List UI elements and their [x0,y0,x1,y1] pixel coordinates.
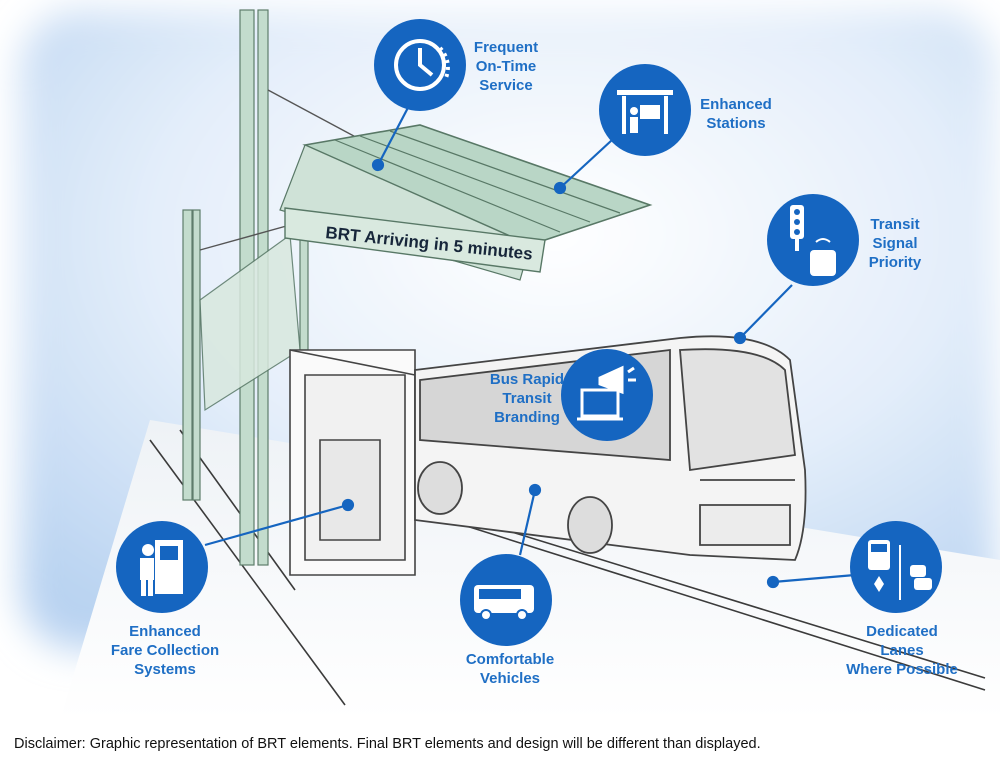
megaphone-icon [577,365,636,421]
feature-frequent-circle [374,19,466,111]
feature-stations-circle [599,64,691,156]
feature-label-frequent: Frequent On-Time Service [473,39,539,94]
feature-branding-circle [561,349,653,441]
feature-label-fare: Enhanced Fare Collection Systems [110,623,220,678]
bus-icon [474,585,534,621]
feature-signal-circle [767,194,859,286]
canopy-ribs [334,130,621,233]
feature-fare-circle [116,521,208,613]
canopy-cables [199,89,366,251]
arrival-sign-board [284,207,546,273]
feature-label-vehicles: Comfortable Vehicles [465,651,555,687]
fare-machine-drawing [289,349,416,576]
traffic-signal-icon [790,205,836,276]
fare-machine-icon [140,540,183,596]
clock-icon [394,39,450,91]
station-icon [617,90,673,134]
feature-vehicles-circle [460,554,552,646]
connector-lines [204,99,856,589]
feature-label-branding: Bus Rapid Transit Branding [489,371,565,426]
feature-label-signal: Transit Signal Priority [868,216,922,271]
feature-lanes-circle [850,521,942,613]
dedicated-lane-icon [868,540,932,600]
feature-label-lanes: Dedicated Lanes Where Possible [846,623,958,678]
disclaimer-text: Disclaimer: Graphic representation of BR… [14,736,761,752]
feature-label-stations: Enhanced Stations [700,96,772,132]
